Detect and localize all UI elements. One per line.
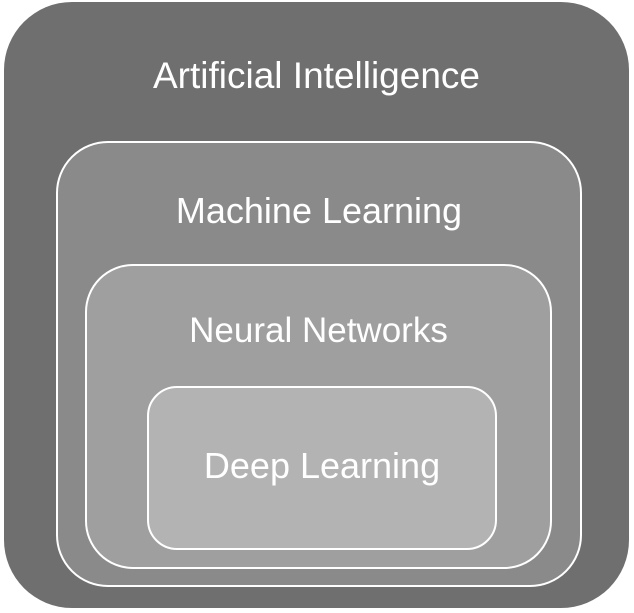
neural-networks-label: Neural Networks [189, 311, 448, 350]
machine-learning-label: Machine Learning [175, 190, 463, 231]
deep-learning-label: Deep Learning [203, 445, 441, 486]
deep-learning-box: Deep Learning [147, 386, 497, 550]
artificial-intelligence-label: Artificial Intelligence [153, 55, 480, 96]
